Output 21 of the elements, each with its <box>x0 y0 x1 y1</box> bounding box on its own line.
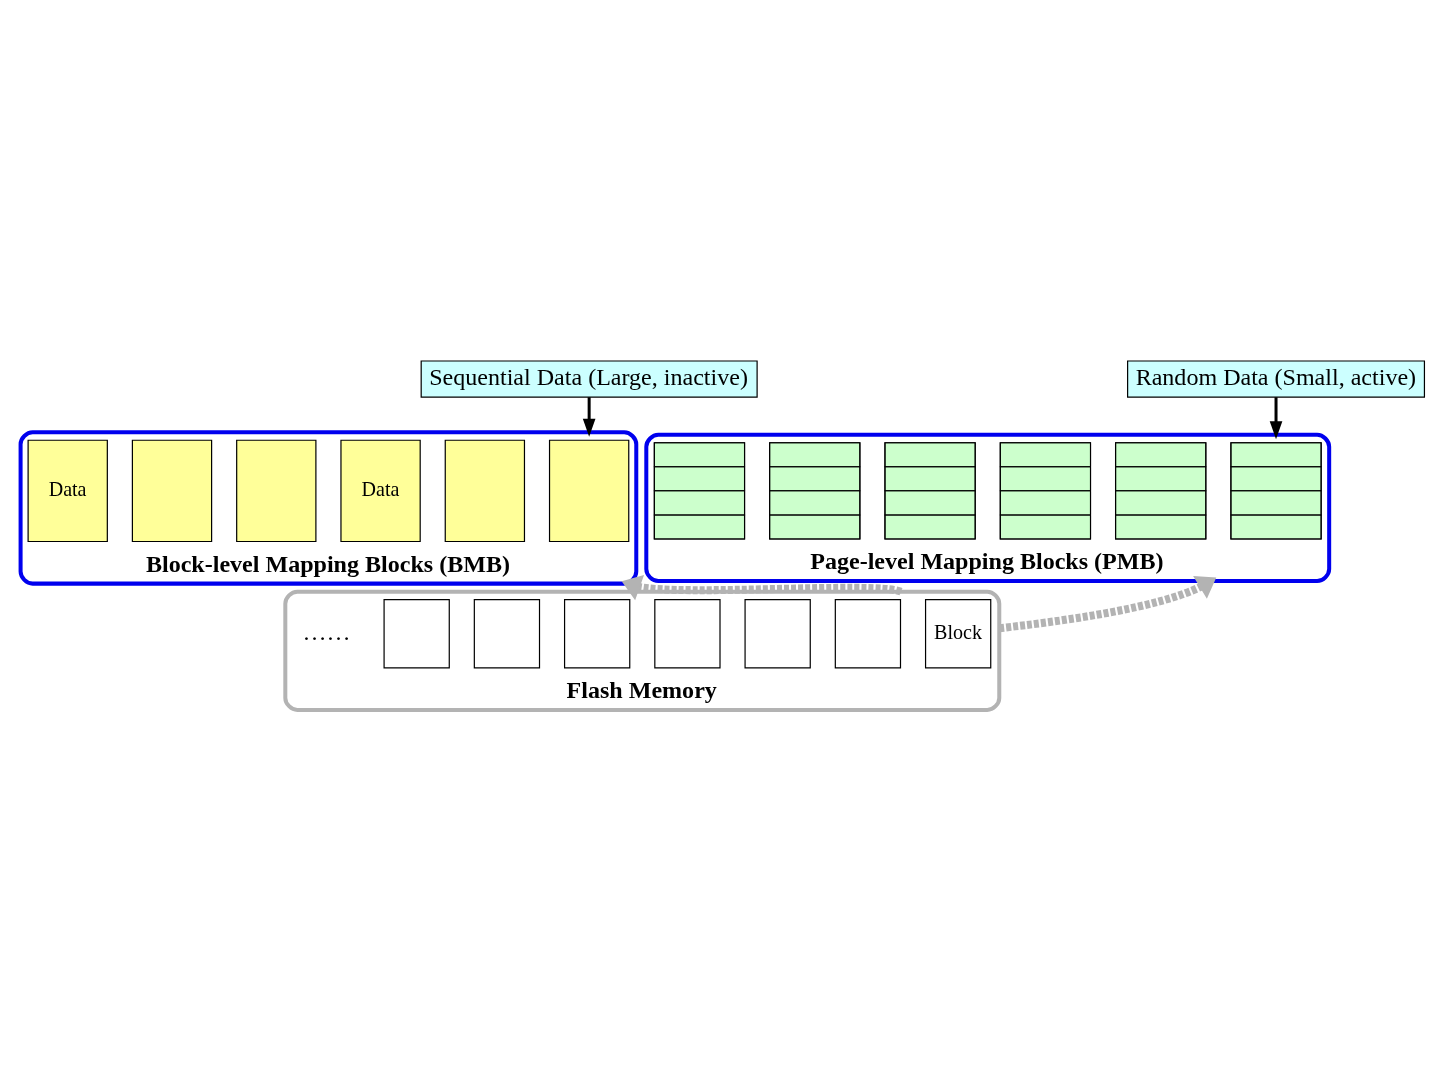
node-box <box>834 598 902 668</box>
arrow <box>582 396 596 437</box>
node-box <box>564 598 631 668</box>
label: …… <box>302 618 351 645</box>
node-box <box>236 439 317 542</box>
node-box: Block <box>924 598 992 668</box>
node-box: Random Data (Small, active) <box>1127 359 1426 398</box>
node-box: Data <box>27 439 108 542</box>
cluster: Page-level Mapping Blocks (PMB) <box>644 432 1332 583</box>
arrow <box>998 575 1217 632</box>
node-box <box>548 439 630 542</box>
node-box: Data <box>340 439 421 542</box>
node-box <box>131 439 213 542</box>
node-box <box>444 439 526 542</box>
arrow <box>1269 396 1283 439</box>
node-box <box>654 598 721 668</box>
arrow <box>621 574 902 600</box>
node-box <box>744 598 811 668</box>
node-box <box>473 598 541 668</box>
node-box: Sequential Data (Large, inactive) <box>420 359 758 398</box>
node-box <box>383 598 450 668</box>
